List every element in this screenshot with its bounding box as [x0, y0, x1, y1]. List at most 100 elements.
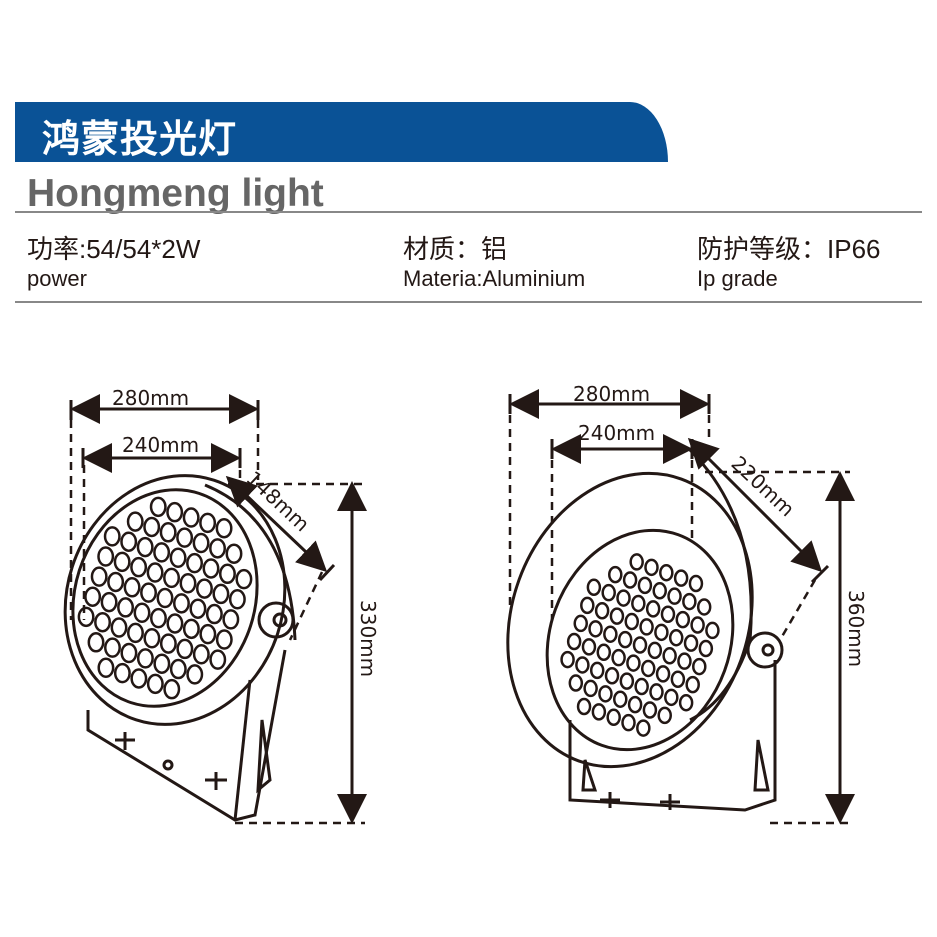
- led-icon: [126, 511, 144, 532]
- led-icon: [173, 593, 190, 614]
- led-icon: [104, 637, 121, 658]
- led-icon: [113, 551, 131, 573]
- led-icon: [159, 522, 177, 543]
- led-icon: [107, 571, 125, 593]
- led-icon: [576, 697, 592, 716]
- led-icon: [667, 587, 682, 605]
- led-icon: [608, 565, 623, 584]
- led-icon: [149, 496, 167, 518]
- led-icon: [166, 613, 184, 634]
- led-icon: [136, 648, 154, 669]
- led-icon: [677, 652, 692, 670]
- led-icon: [670, 670, 686, 689]
- led-icon: [586, 578, 602, 597]
- led-icon: [136, 536, 154, 558]
- led-icon: [176, 527, 194, 548]
- led-icon: [169, 547, 187, 569]
- led-icon: [621, 713, 636, 732]
- led-icon: [588, 620, 603, 638]
- led-icon: [156, 587, 174, 609]
- led-icon: [622, 571, 638, 589]
- led-icon: [169, 658, 187, 680]
- led-icon: [153, 542, 171, 563]
- led-icon: [150, 607, 167, 629]
- led-icon: [97, 657, 115, 679]
- led-icon: [103, 526, 121, 547]
- led-icon: [613, 690, 628, 708]
- led-icon: [580, 596, 595, 615]
- led-icon: [606, 708, 621, 727]
- led-icon: [675, 610, 691, 629]
- led-icon: [97, 546, 115, 567]
- led-icon: [133, 602, 151, 624]
- led-icon: [199, 623, 217, 645]
- led-icon: [94, 611, 111, 633]
- led-icon: [611, 648, 626, 667]
- led-icon: [575, 656, 590, 674]
- led-icon: [110, 617, 128, 638]
- led-icon: [123, 577, 141, 598]
- led-icon: [130, 556, 148, 578]
- led-icon: [682, 592, 697, 611]
- led-icon: [678, 693, 694, 712]
- led-icon: [87, 632, 105, 653]
- led-icon: [192, 644, 210, 665]
- led-icon: [591, 703, 607, 721]
- dim-right-360: 360mm: [844, 590, 868, 667]
- led-icon: [182, 507, 200, 528]
- led-icon: [601, 583, 616, 602]
- led-icon: [673, 569, 689, 587]
- led-icon: [655, 665, 671, 683]
- led-icon: [627, 695, 643, 714]
- led-icon: [657, 706, 672, 725]
- led-icon: [632, 636, 648, 654]
- led-icon: [219, 563, 236, 585]
- led-icon: [568, 674, 584, 692]
- product-title-en: Hongmeng light: [27, 172, 324, 215]
- led-icon: [222, 609, 240, 630]
- led-icon: [596, 643, 612, 662]
- led-icon: [705, 621, 720, 640]
- led-icon: [199, 512, 217, 534]
- led-icon: [163, 678, 181, 700]
- led-icon: [685, 675, 700, 694]
- led-icon: [212, 583, 230, 605]
- led-icon: [560, 650, 575, 669]
- led-icon: [166, 501, 184, 523]
- led-icon: [573, 614, 588, 633]
- led-icon: [179, 572, 197, 594]
- led-icon: [100, 591, 118, 613]
- led-icon: [645, 600, 661, 618]
- product-title-cn: 鸿蒙投光灯: [42, 117, 238, 161]
- led-icon: [690, 616, 705, 634]
- led-icon: [617, 630, 633, 649]
- led-icon: [668, 628, 684, 647]
- led-icon: [117, 597, 134, 618]
- led-icon: [624, 612, 640, 631]
- led-icon: [215, 517, 233, 539]
- led-icon: [228, 589, 246, 610]
- spec-material-en: Materia:Aluminium: [403, 266, 586, 291]
- led-icon: [566, 632, 582, 651]
- led-icon: [647, 641, 663, 660]
- led-icon: [153, 653, 171, 674]
- led-icon: [186, 552, 203, 574]
- led-icon: [146, 562, 164, 583]
- led-icon: [84, 586, 102, 607]
- led-icon: [215, 629, 233, 650]
- led-icon: [225, 543, 243, 564]
- led-icon: [143, 627, 161, 649]
- front-view-drawing: [63, 394, 367, 825]
- led-icon: [583, 679, 598, 698]
- led-icon: [649, 683, 664, 701]
- led-icon: [77, 606, 95, 628]
- divider: [15, 301, 922, 303]
- led-icon: [209, 649, 227, 670]
- led-icon: [692, 657, 707, 676]
- led-icon: [192, 532, 210, 554]
- divider: [15, 211, 922, 213]
